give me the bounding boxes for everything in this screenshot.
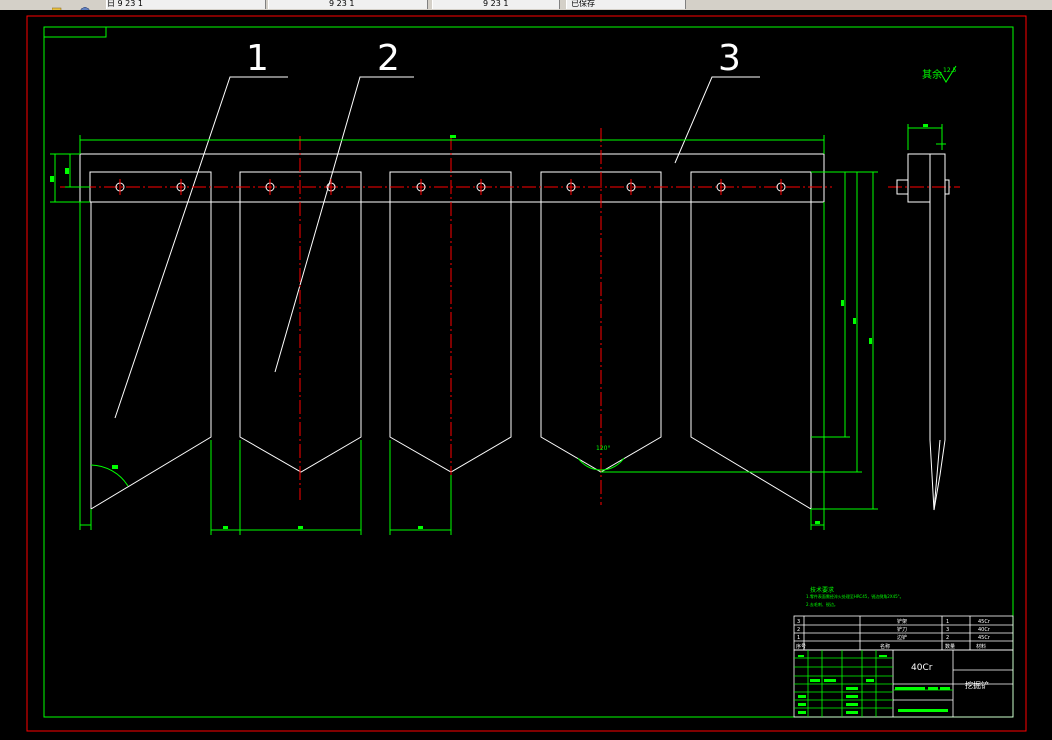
angle-label: 120°: [596, 445, 610, 452]
row-1-qty: 2: [946, 635, 949, 641]
part-label-1: 1: [246, 38, 269, 79]
tab-1[interactable]: 日 9 23 1: [106, 0, 266, 9]
cube-icon[interactable]: [80, 0, 90, 16]
header-name: 名称: [880, 643, 890, 650]
note-2: 2.去毛刺、锐边。: [806, 601, 838, 607]
header-qty: 数量: [945, 643, 955, 650]
row-3-name: 铲架: [897, 618, 907, 625]
dim-marks: [50, 124, 928, 529]
row-1-name: 边铲: [897, 634, 907, 641]
part-label-3: 3: [718, 38, 741, 79]
folder-icon[interactable]: [51, 0, 62, 15]
cad-drawing-canvas[interactable]: 1 2 3 其余 12.5: [0, 10, 1052, 736]
dimensions: [50, 124, 946, 535]
side-view: [896, 153, 950, 511]
row-2-seq: 2: [797, 627, 800, 633]
title-block-fills: [798, 655, 950, 714]
inner-frame: [43, 26, 1014, 718]
roughness-symbol: [939, 65, 957, 83]
part-label-2: 2: [377, 38, 400, 79]
row-3-seq: 3: [797, 619, 800, 625]
header-material: 材料: [976, 643, 986, 650]
row-3-qty: 1: [946, 619, 949, 625]
row-2-qty: 3: [946, 627, 949, 633]
corner-box: [43, 26, 107, 38]
title-block-lines: [793, 615, 1014, 718]
material-label: 40Cr: [911, 663, 933, 673]
notes-title: 技术要求: [810, 586, 834, 594]
leaders: [114, 76, 760, 419]
row-3-material: 45Cr: [978, 619, 991, 625]
blade-outlines: [89, 171, 812, 510]
parts-list-text: 3 铲架 1 45Cr 2 铲刀 3 40Cr 1 边铲 2 45Cr 序号 名…: [796, 618, 991, 650]
title-block-grid: [794, 650, 953, 717]
tab-4[interactable]: 已保存: [566, 0, 686, 9]
centerlines: [60, 128, 960, 505]
tab-2[interactable]: 9 23 1: [268, 0, 428, 9]
hole-centerlines: [119, 179, 782, 195]
roughness-value: 12.5: [943, 67, 957, 74]
tab-3[interactable]: 9 23 1: [432, 0, 560, 9]
row-1-material: 45Cr: [978, 635, 991, 641]
row-1-seq: 1: [797, 635, 800, 641]
drawing-name: 挖掘铲: [965, 680, 989, 690]
header-seq: 序号: [796, 643, 806, 650]
note-1: 1.零件表面需经淬火处理至HRC45，锐边倒角2X45°。: [806, 593, 904, 599]
main-bar: [79, 153, 825, 203]
row-2-material: 40Cr: [978, 627, 991, 633]
roughness-note: 其余: [922, 68, 942, 81]
row-2-name: 铲刀: [897, 626, 907, 633]
outer-border: [26, 15, 1027, 732]
